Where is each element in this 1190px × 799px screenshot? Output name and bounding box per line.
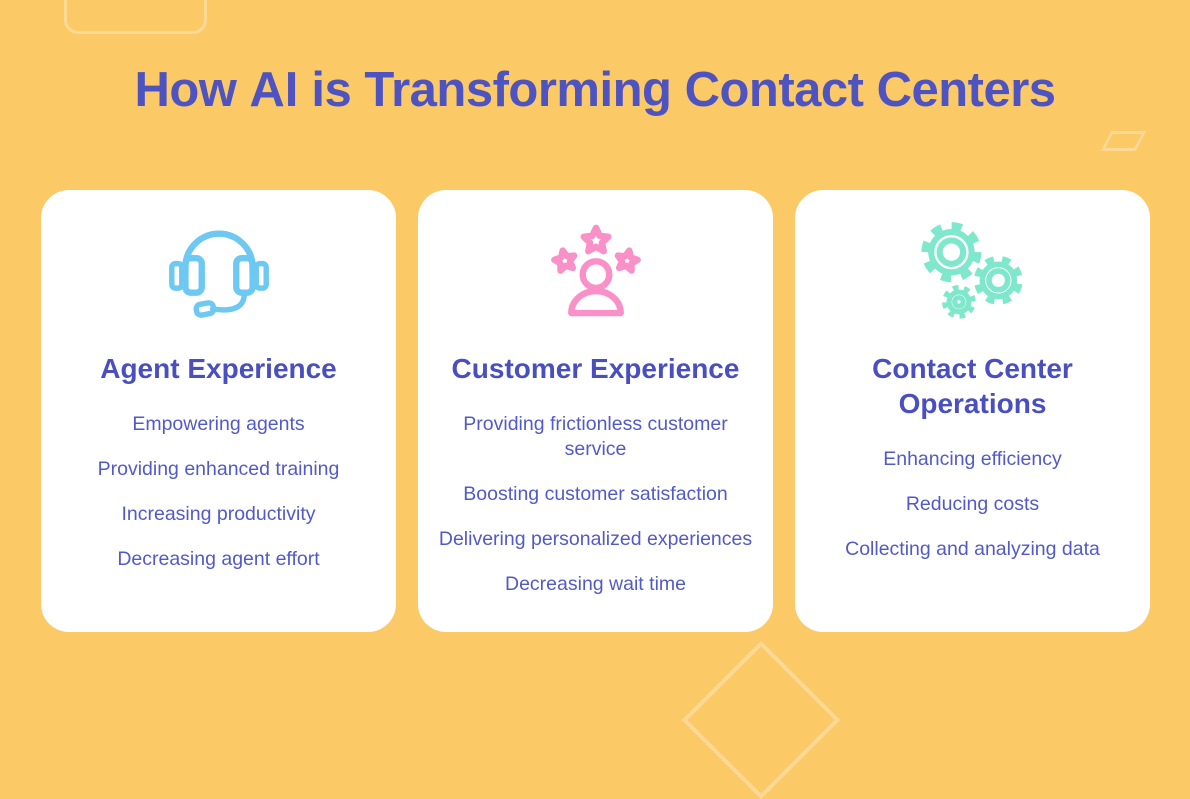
list-item: Increasing productivity [121,503,316,525]
customer-stars-icon [418,212,773,327]
list-item: Decreasing agent effort [117,548,320,570]
card-heading-agent-experience: Agent Experience [100,353,337,384]
card-customer-experience: Customer Experience Providing frictionle… [418,190,773,632]
agent-experience-list: Empowering agents Providing enhanced tra… [41,412,396,592]
card-heading-customer-experience: Customer Experience [451,353,740,384]
cards-row: Agent Experience Empowering agents Provi… [41,190,1150,632]
card-heading-contact-center-operations: Contact Center Operations [872,353,1073,419]
list-item: Providing frictionless customer service [463,413,728,460]
gears-icon [795,212,1150,327]
card-contact-center-operations: Contact Center Operations Enhancing effi… [795,190,1150,632]
title-highlight-ai: AI [249,63,299,117]
headset-icon-strokes [168,230,269,318]
list-item: Collecting and analyzing data [845,538,1100,560]
customer-experience-list: Providing frictionless customer service … [418,412,773,617]
rounded-rect-outline-decoration [64,0,207,34]
list-item: Empowering agents [132,413,305,435]
headset-icon [41,212,396,327]
list-item: Enhancing efficiency [883,448,1062,470]
title-suffix: is Transforming Contact Centers [311,63,1056,117]
title-prefix: How [134,63,237,117]
card-agent-experience: Agent Experience Empowering agents Provi… [41,190,396,632]
customer-stars-icon-strokes [550,224,641,316]
list-item: Delivering personalized experiences [438,528,753,550]
contact-center-operations-list: Enhancing efficiency Reducing costs Coll… [795,447,1150,582]
list-item: Reducing costs [905,493,1040,515]
gears-icon-strokes [920,221,1023,319]
list-item: Decreasing wait time [505,573,686,595]
list-item: Providing enhanced training [97,458,340,480]
parallelogram-outline-decoration [1100,131,1147,151]
list-item: Boosting customer satisfaction [463,483,728,505]
triangle-outline-decoration [681,640,841,799]
